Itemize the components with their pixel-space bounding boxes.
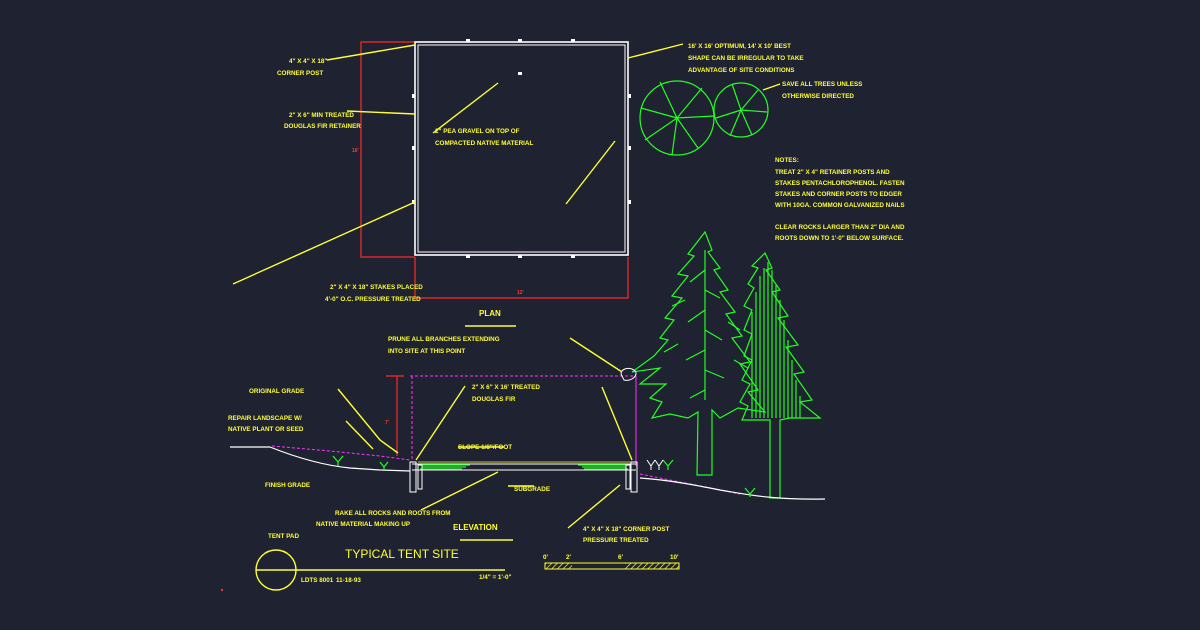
- tent-pad-inner-outline: [417, 44, 626, 253]
- pad-surface: [412, 463, 636, 471]
- ground-plants: [332, 455, 756, 497]
- title-block: TENT PAD TYPICAL TENT SITE LDTS 8001 11-…: [220, 533, 512, 592]
- gravel-fill-left: [418, 464, 470, 470]
- elevation-title: ELEVATION: [453, 523, 498, 532]
- drawing-number: LDTS 8001: [301, 577, 334, 584]
- notes-line-2: STAKES PENTACHLOROPHENOL. FASTEN: [775, 180, 905, 187]
- label-gravel-2: COMPACTED NATIVE MATERIAL: [435, 140, 533, 147]
- label-rake-2: NATIVE MATERIAL MAKING UP: [316, 521, 410, 528]
- label-gravel-1: 2" PEA GRAVEL ON TOP OF: [435, 128, 520, 135]
- label-corner-post-1: 4" X 4" X 18": [289, 58, 327, 65]
- label-repair-2: NATIVE PLANT OR SEED: [228, 426, 304, 433]
- scale-bar-segment-6-10: [625, 563, 679, 569]
- conifer-tree-right: [739, 251, 822, 499]
- elevation-view: 7': [228, 336, 826, 544]
- scale-bar-segment-0-2: [545, 563, 572, 569]
- plan-tree-large: [639, 80, 715, 156]
- scale-bar: 0' 2' 6' 10': [543, 554, 680, 570]
- notes-heading: NOTES:: [775, 157, 799, 164]
- label-prune-2: INTO SITE AT THIS POINT: [388, 348, 465, 355]
- elevation-leaders: [337, 337, 633, 541]
- notes-line-1: TREAT 2" X 4" RETAINER POSTS AND: [775, 169, 890, 176]
- plan-dimension-bottom: [414, 257, 629, 299]
- plan-dimension-side: [360, 41, 415, 258]
- ground-plants-white: [646, 459, 664, 470]
- label-fir-2: DOUGLAS FIR: [472, 396, 516, 403]
- plan-dim-side-label: 16': [352, 148, 359, 154]
- label-retainer-2: DOUGLAS FIR RETAINER: [284, 123, 361, 130]
- plan-dim-bottom-label: 12': [517, 290, 524, 296]
- label-trees-1: SAVE ALL TREES UNLESS: [782, 81, 862, 88]
- scale-tick-0: 0': [543, 554, 549, 561]
- drawing-scale: 1/4" = 1'-0": [479, 574, 512, 581]
- label-post-2: PRESSURE TREATED: [583, 537, 649, 544]
- notes-block: NOTES: TREAT 2" X 4" RETAINER POSTS AND …: [775, 157, 905, 242]
- plan-view: 16' 12' 4" X 4" X 18" CORNER POST 2" X: [232, 39, 862, 327]
- label-repair-1: REPAIR LANDSCAPE W/: [228, 415, 302, 422]
- label-retainer-1: 2" X 6" MIN TREATED: [289, 112, 354, 119]
- label-corner-post-2: CORNER POST: [277, 70, 323, 77]
- label-finish-grade: FINISH GRADE: [265, 482, 310, 489]
- label-subgrade: SUBGRADE: [514, 486, 550, 493]
- label-post-1: 4" X 4" X 18" CORNER POST: [583, 526, 669, 533]
- notes-line-3: STAKES AND CORNER POSTS TO EDGER: [775, 191, 902, 198]
- label-stakes-2: 4'-0" O.C. PRESSURE TREATED: [325, 296, 421, 303]
- elevation-dimension-height: [386, 375, 404, 456]
- gravel-fill-right: [578, 464, 630, 470]
- origin-marker: [220, 588, 224, 592]
- drawing-date: 11-18-93: [336, 577, 361, 584]
- label-rake-1: RAKE ALL ROCKS AND ROOTS FROM: [335, 510, 451, 517]
- label-size-2: SHAPE CAN BE IRREGULAR TO TAKE: [688, 55, 804, 62]
- plan-title: PLAN: [479, 309, 501, 318]
- label-prune-1: PRUNE ALL BRANCHES EXTENDING: [388, 336, 500, 343]
- pruned-branch: [620, 367, 637, 381]
- label-size-3: ADVANTAGE OF SITE CONDITIONS: [688, 67, 794, 74]
- label-tent-pad: TENT PAD: [268, 533, 299, 540]
- scale-tick-10: 10': [670, 554, 679, 561]
- label-slope: SLOPE 1/8"/FOOT: [458, 444, 512, 451]
- label-original-grade: ORIGINAL GRADE: [249, 388, 304, 395]
- plan-stakes: [412, 39, 631, 258]
- plan-tree-small: [713, 82, 769, 138]
- notes-line-6: ROOTS DOWN TO 1'-0" BELOW SURFACE.: [775, 235, 904, 242]
- elevation-corner-posts: [409, 461, 638, 493]
- notes-line-5: CLEAR ROCKS LARGER THAN 2" DIA AND: [775, 224, 905, 231]
- label-fir-1: 2" X 6" X 16' TREATED: [472, 384, 540, 391]
- plan-leaders: [232, 43, 781, 327]
- notes-line-4: WITH 10GA. COMMON GALVANIZED NAILS: [775, 202, 905, 209]
- label-stakes-1: 2" X 4" X 18" STAKES PLACED: [330, 284, 423, 291]
- label-trees-2: OTHERWISE DIRECTED: [782, 93, 854, 100]
- scale-tick-2: 2': [566, 554, 572, 561]
- finish-grade-line: [230, 446, 826, 500]
- tent-envelope: [410, 375, 636, 462]
- scale-tick-6: 6': [618, 554, 624, 561]
- label-size-1: 16' X 16' OPTIMUM, 14' X 10' BEST: [688, 43, 791, 50]
- elevation-dim-label: 7': [385, 420, 389, 426]
- conifer-tree-left: [631, 230, 767, 476]
- drawing-title: TYPICAL TENT SITE: [345, 547, 459, 561]
